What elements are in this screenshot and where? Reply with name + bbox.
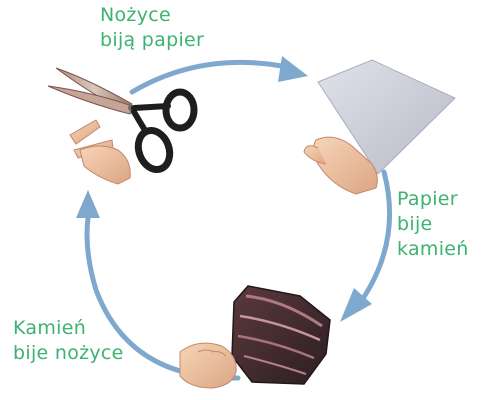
label-paper-beats-rock: Papier bije kamień xyxy=(397,187,469,262)
arrowhead-scissors-to-paper xyxy=(278,56,308,82)
rock-stripe-2 xyxy=(239,314,321,342)
rock-stripe-1 xyxy=(245,294,323,328)
paper-sheet xyxy=(317,59,456,175)
label-rock-beats-scissors: Kamień bije nożyce xyxy=(13,316,124,366)
label-paper-line-1: Papier xyxy=(397,188,458,210)
rock-illustration xyxy=(231,285,331,385)
label-scissors-line-1: Nożyce xyxy=(100,4,171,26)
rock-stripe-3 xyxy=(237,334,315,360)
hand-fist-knuckles xyxy=(197,349,227,357)
label-scissors-beat-paper: Nożyce biją papier xyxy=(100,3,204,53)
scissors-handle-shank xyxy=(131,103,171,135)
hand-fist xyxy=(179,342,237,389)
hand-two-fingers xyxy=(69,119,131,185)
arrowhead-rock-to-scissors xyxy=(76,190,100,218)
label-paper-line-3: kamień xyxy=(397,238,469,260)
label-paper-line-2: bije xyxy=(397,213,433,235)
arrow-paper-to-rock xyxy=(359,169,393,303)
hand-two-fingers-index xyxy=(69,119,101,145)
hand-open xyxy=(303,136,378,195)
paper-illustration xyxy=(317,59,456,175)
rock-body xyxy=(231,285,331,385)
scissors-handle-ring-2 xyxy=(134,127,174,173)
label-rock-line-2: bije nożyce xyxy=(13,342,124,364)
rock-stripe-4 xyxy=(243,355,307,375)
label-rock-line-1: Kamień xyxy=(13,317,87,339)
label-scissors-line-2: biją papier xyxy=(100,29,205,51)
arrowhead-paper-to-rock xyxy=(340,288,372,322)
hand-open-thumb xyxy=(303,145,327,165)
hand-two-fingers-palm xyxy=(79,145,131,185)
hand-fist-shape xyxy=(179,342,237,389)
arrow-scissors-to-paper xyxy=(129,59,285,95)
scissors-handle-ring-1 xyxy=(162,88,198,132)
scissors-illustration xyxy=(47,67,198,173)
